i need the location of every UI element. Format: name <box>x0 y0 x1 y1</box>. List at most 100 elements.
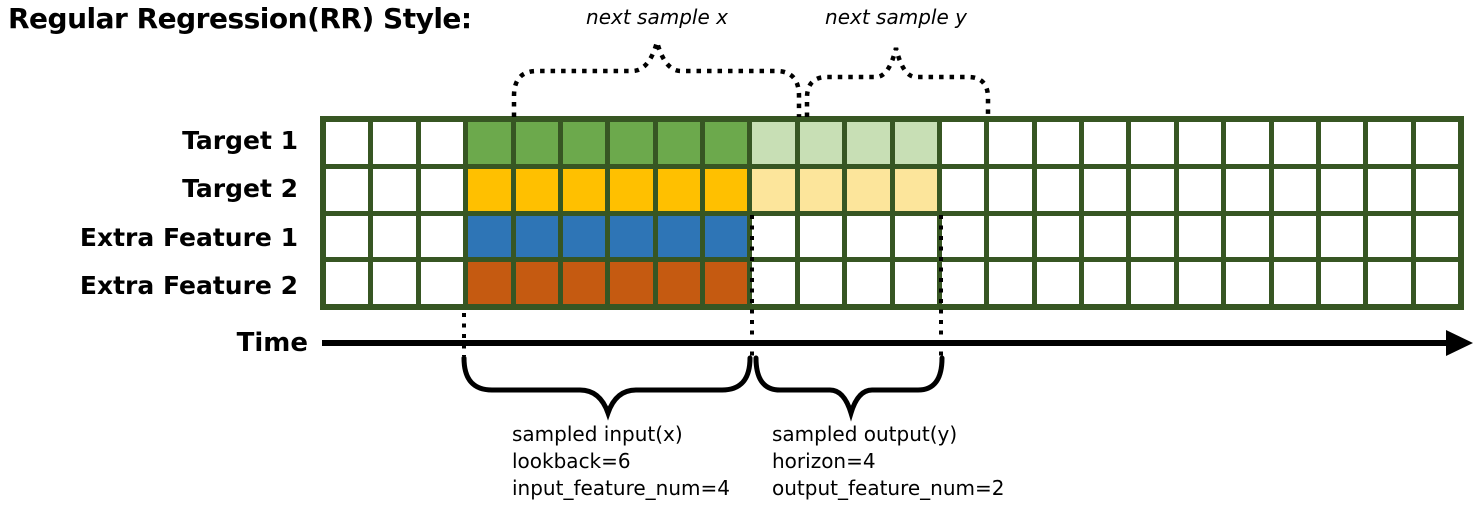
grid-cell <box>1084 215 1127 258</box>
row-label: Extra Feature 2 <box>79 271 298 301</box>
grid-cell <box>1084 168 1127 211</box>
grid-cell <box>705 262 748 304</box>
grid-cell <box>1036 215 1079 258</box>
row-label: Extra Feature 1 <box>79 222 298 252</box>
grid-cell <box>941 262 985 304</box>
grid-cell <box>468 168 511 211</box>
grid-cell <box>515 262 558 304</box>
grid-cell <box>1415 122 1458 164</box>
grid-cell <box>562 168 606 211</box>
grid-cell <box>1084 122 1127 164</box>
sampled-output-brace <box>753 355 945 422</box>
grid-cell <box>610 262 653 304</box>
grid-cell <box>799 262 843 304</box>
grid-cell <box>705 168 748 211</box>
horizon-line: horizon=4 <box>772 449 876 473</box>
grid-cell <box>1226 262 1269 304</box>
grid-cell <box>1226 122 1269 164</box>
grid-cell <box>752 122 795 164</box>
grid-cell <box>752 262 795 304</box>
row-label: Target 1 <box>182 125 298 155</box>
grid-cell <box>894 215 937 258</box>
grid-cell <box>468 215 511 258</box>
time-axis-arrowhead <box>1446 330 1473 356</box>
grid-cell <box>1131 215 1174 258</box>
grid-cell <box>373 262 416 304</box>
output-feature-num-line: output_feature_num=2 <box>772 476 1005 500</box>
grid-cell <box>657 122 700 164</box>
sampled-input-brace <box>461 355 753 421</box>
grid-cell <box>799 215 843 258</box>
grid-cell <box>610 122 653 164</box>
grid-cell <box>847 122 890 164</box>
grid-cell <box>989 122 1032 164</box>
grid-cell <box>562 215 606 258</box>
grid-cell <box>657 215 700 258</box>
time-axis-label: Time <box>236 328 308 358</box>
diagram-title: Regular Regression(RR) Style: <box>8 2 472 35</box>
grid-cell <box>989 262 1032 304</box>
grid-cell <box>515 122 558 164</box>
sampled-input-line: sampled input(x) <box>512 422 683 446</box>
grid-cell <box>894 122 937 164</box>
grid-cell <box>1320 168 1364 211</box>
next-sample-y-label: next sample y <box>825 5 968 29</box>
grid-cell <box>847 168 890 211</box>
sampled-input-description: sampled input(x) lookback=6 input_featur… <box>512 421 730 502</box>
grid-cell <box>705 215 748 258</box>
grid-cell <box>1320 215 1364 258</box>
grid-cell <box>799 168 843 211</box>
grid-cell <box>373 168 416 211</box>
grid-cell <box>894 262 937 304</box>
grid-cell <box>1273 122 1316 164</box>
grid-cell <box>1178 215 1222 258</box>
grid-cell <box>1131 168 1174 211</box>
grid-cell <box>1178 262 1222 304</box>
grid-cell <box>989 215 1032 258</box>
sample-grid <box>320 116 1464 310</box>
next-sample-x-label: next sample x <box>586 5 728 29</box>
grid-cell <box>1178 122 1222 164</box>
grid-cell <box>420 215 464 258</box>
grid-cell <box>1036 262 1079 304</box>
next-sample-x-brace <box>511 33 802 117</box>
grid-cell <box>515 168 558 211</box>
grid-cell <box>1273 262 1316 304</box>
grid-cell <box>420 122 464 164</box>
grid-cell <box>752 215 795 258</box>
grid-cell <box>1178 168 1222 211</box>
grid-cell <box>1036 122 1079 164</box>
row-labels: Target 1 Target 2 Extra Feature 1 Extra Fea… <box>0 116 310 310</box>
grid-cell <box>1320 262 1364 304</box>
grid-cell <box>1415 262 1458 304</box>
grid-cell <box>326 168 369 211</box>
grid-cell <box>1273 215 1316 258</box>
grid-cell <box>847 215 890 258</box>
grid-cell <box>326 122 369 164</box>
grid-cell <box>326 262 369 304</box>
grid-cell <box>799 122 843 164</box>
input-feature-num-line: input_feature_num=4 <box>512 476 730 500</box>
grid-cell <box>752 168 795 211</box>
grid-cell <box>610 168 653 211</box>
sampled-output-line: sampled output(y) <box>772 422 958 446</box>
grid-cell <box>562 122 606 164</box>
grid-cell <box>468 122 511 164</box>
grid-cell <box>1320 122 1364 164</box>
grid-cell <box>941 215 985 258</box>
grid-cell <box>705 122 748 164</box>
grid-cell <box>562 262 606 304</box>
grid-cell <box>1368 168 1411 211</box>
grid-cell <box>1415 215 1458 258</box>
grid-cell <box>657 168 700 211</box>
lookback-line: lookback=6 <box>512 449 631 473</box>
grid-cell <box>894 168 937 211</box>
grid-cell <box>1131 262 1174 304</box>
grid-cell <box>657 262 700 304</box>
grid-cell <box>1084 262 1127 304</box>
grid-cell <box>1036 168 1079 211</box>
row-label: Target 2 <box>182 174 298 204</box>
grid-cell <box>1273 168 1316 211</box>
grid-cell <box>468 262 511 304</box>
grid-cell <box>1368 122 1411 164</box>
